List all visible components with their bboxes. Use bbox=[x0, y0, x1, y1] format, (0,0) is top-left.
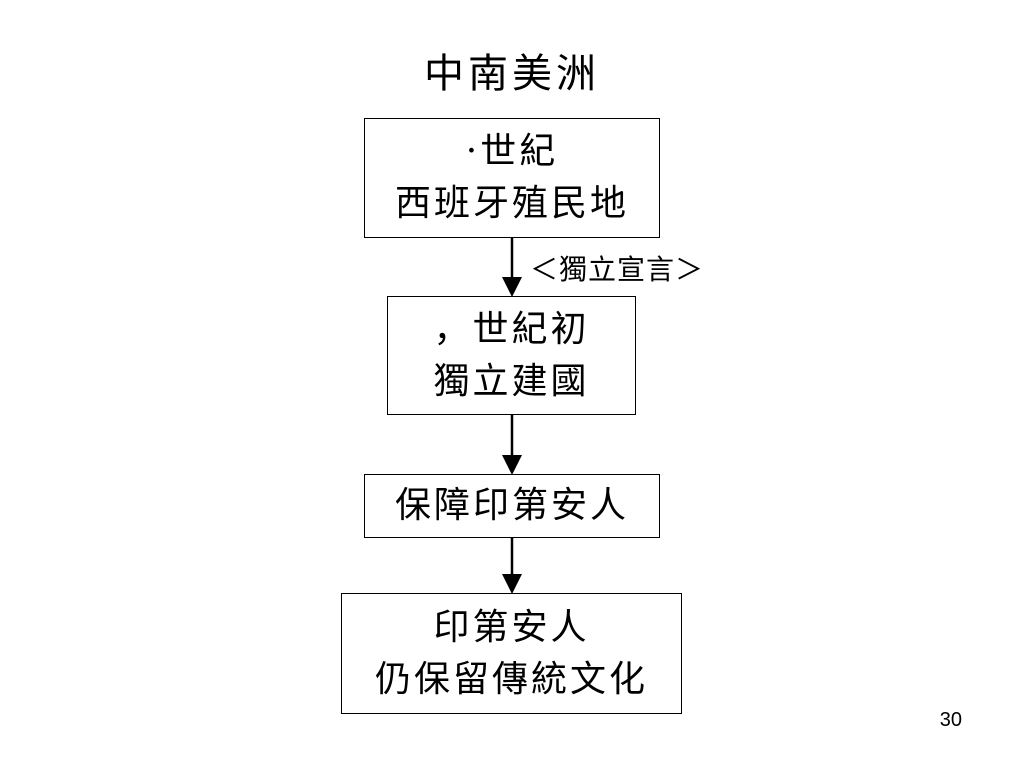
page-number: 30 bbox=[939, 709, 962, 731]
flow-box-protect-indigenous: 保障印第安人 bbox=[364, 474, 660, 538]
flow-box-line: 西班牙殖民地 bbox=[394, 183, 629, 224]
edge-label-declaration: ＜獨立宣言＞ bbox=[530, 253, 705, 286]
flow-box-line: 仍保留傳統文化 bbox=[374, 658, 648, 700]
flow-box-traditional-culture: 印第安人 仍保留傳統文化 bbox=[341, 593, 682, 714]
flow-box-spanish-colony: ·世紀 西班牙殖民地 bbox=[364, 118, 660, 238]
flow-box-line: ·世紀 bbox=[465, 131, 559, 172]
flow-box-line: 保障印第安人 bbox=[394, 485, 629, 526]
flow-box-line: 獨立建國 bbox=[433, 360, 590, 402]
slide-title: 中南美洲 bbox=[424, 51, 600, 97]
flow-box-line: 印第安人 bbox=[433, 606, 590, 648]
flow-box-independence: ，世紀初 獨立建國 bbox=[387, 296, 636, 415]
flow-box-line: ，世紀初 bbox=[433, 308, 590, 350]
